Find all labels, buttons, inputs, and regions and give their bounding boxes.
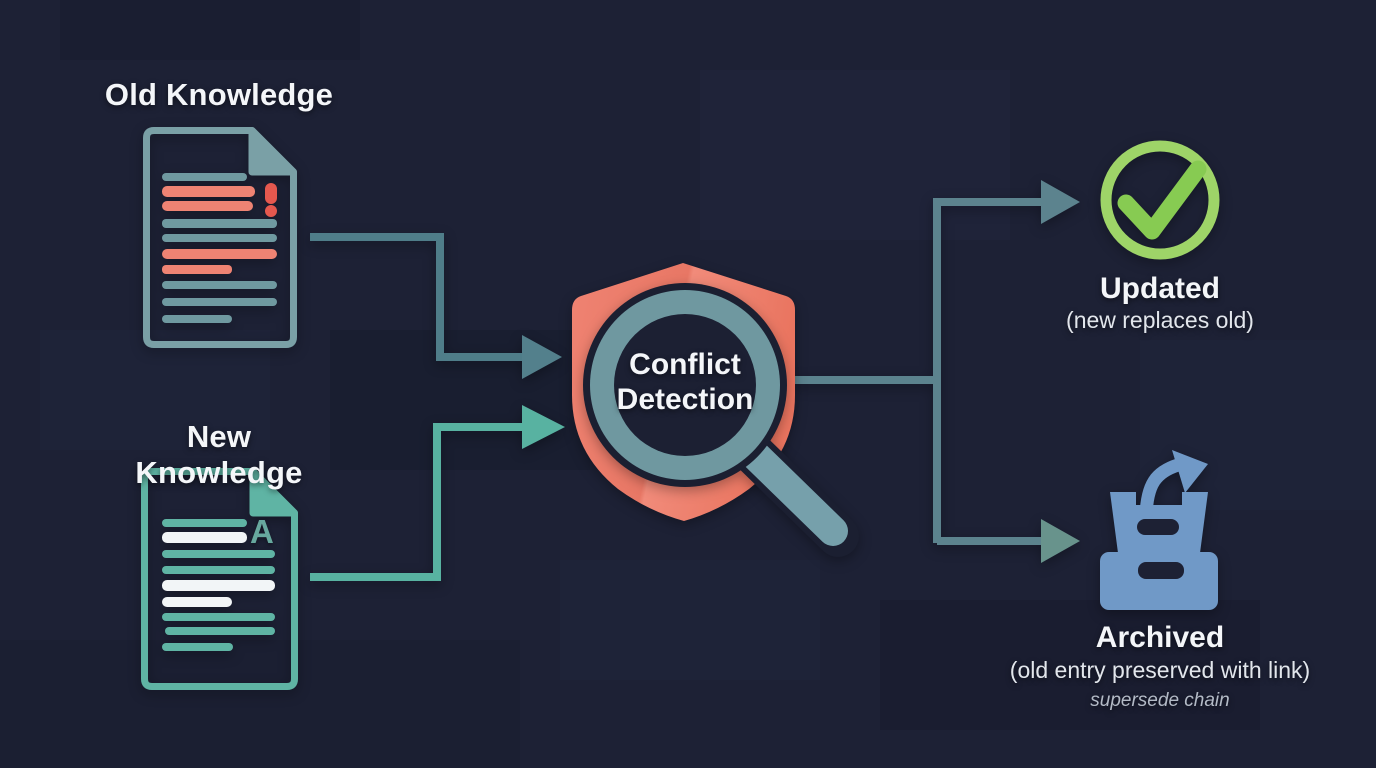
archived-subtitle: (old entry preserved with link)	[1009, 657, 1311, 683]
exclamation-icon	[265, 183, 277, 217]
folded-corner	[249, 468, 298, 517]
check-circle-icon	[1100, 140, 1220, 260]
archive-bottom-drawer	[1100, 552, 1218, 610]
document-text-lines	[162, 519, 275, 651]
connector-old-to-conflict	[310, 233, 562, 379]
arrow-out-icon	[1139, 450, 1208, 517]
document-text-lines	[162, 173, 277, 323]
arrowhead-icon	[1041, 519, 1080, 563]
arrowhead-icon	[522, 335, 562, 379]
updated-title: Updated	[1100, 272, 1220, 305]
arrowhead-icon	[522, 405, 565, 449]
old-knowledge-label: Old Knowledge	[104, 77, 334, 112]
lens-glass	[614, 314, 756, 456]
new-knowledge-label: New Knowledge	[135, 419, 303, 490]
archive-bottom-slot	[1138, 562, 1184, 579]
conflict-label-line2: Detection	[616, 383, 754, 416]
connector-new-to-conflict	[310, 405, 565, 581]
magnifier-handle	[741, 441, 848, 546]
new-knowledge-document-icon	[141, 468, 298, 690]
old-knowledge-document-icon	[143, 127, 297, 348]
arrowhead-icon	[1041, 180, 1080, 224]
connector-conflict-to-outputs	[793, 180, 1080, 563]
conflict-detection-label: Conflict Detection	[565, 347, 805, 417]
archived-title: Archived	[1095, 621, 1225, 654]
conflict-label-line1: Conflict	[629, 348, 741, 381]
folded-corner	[248, 127, 297, 176]
magnifier-icon	[583, 283, 859, 557]
archived-note: supersede chain	[1090, 690, 1230, 711]
archive-top-slot	[1137, 519, 1179, 535]
updated-subtitle: (new replaces old)	[1066, 307, 1254, 333]
archive-box-icon	[1100, 450, 1218, 610]
new-document-marker: A	[250, 513, 274, 550]
